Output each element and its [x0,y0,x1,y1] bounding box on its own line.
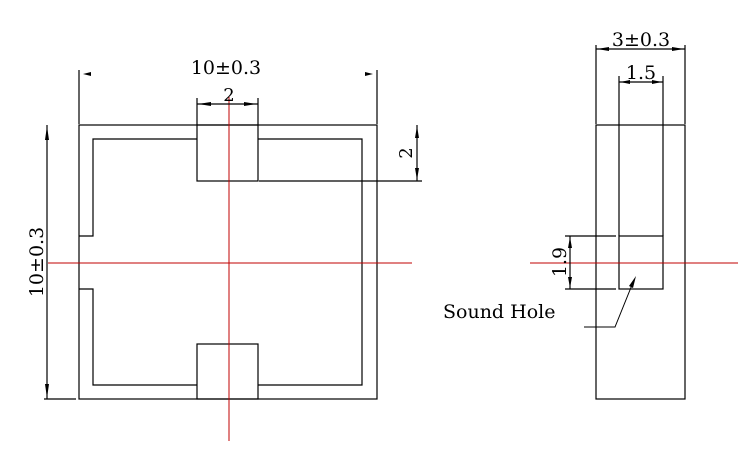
sound-hole-callout: Sound Hole [443,276,636,328]
thickness-label: 3±0.3 [612,29,670,51]
pad-width-label: 2 [223,85,234,106]
hole-width-label: 1.5 [626,62,656,84]
side-outline [595,124,686,400]
hole-height-dimension: 1.9 [549,235,616,290]
width-dimension: 10±0.3 [78,57,378,124]
width-dim-label: 10±0.3 [191,57,261,79]
pad-height-label: 2 [396,147,417,158]
bottom-pad [196,343,259,400]
outer-outline [78,124,378,400]
height-dimension: 10±0.3 [26,125,76,400]
pad-height-dimension: 2 [259,125,422,182]
side-view: 3±0.3 1.5 1.9 Sound Hole [443,29,738,400]
top-pad [196,124,259,182]
hole-width-dimension: 1.5 [619,62,663,84]
front-view: 10±0.3 2 2 10±0.3 [26,57,422,441]
height-dim-label: 10±0.3 [26,227,48,297]
hole-height-label: 1.9 [549,247,571,277]
pad-width-dimension: 2 [196,85,259,125]
sound-hole-label: Sound Hole [443,301,555,323]
inner-outline [79,138,363,386]
thickness-dimension: 3±0.3 [595,29,686,124]
